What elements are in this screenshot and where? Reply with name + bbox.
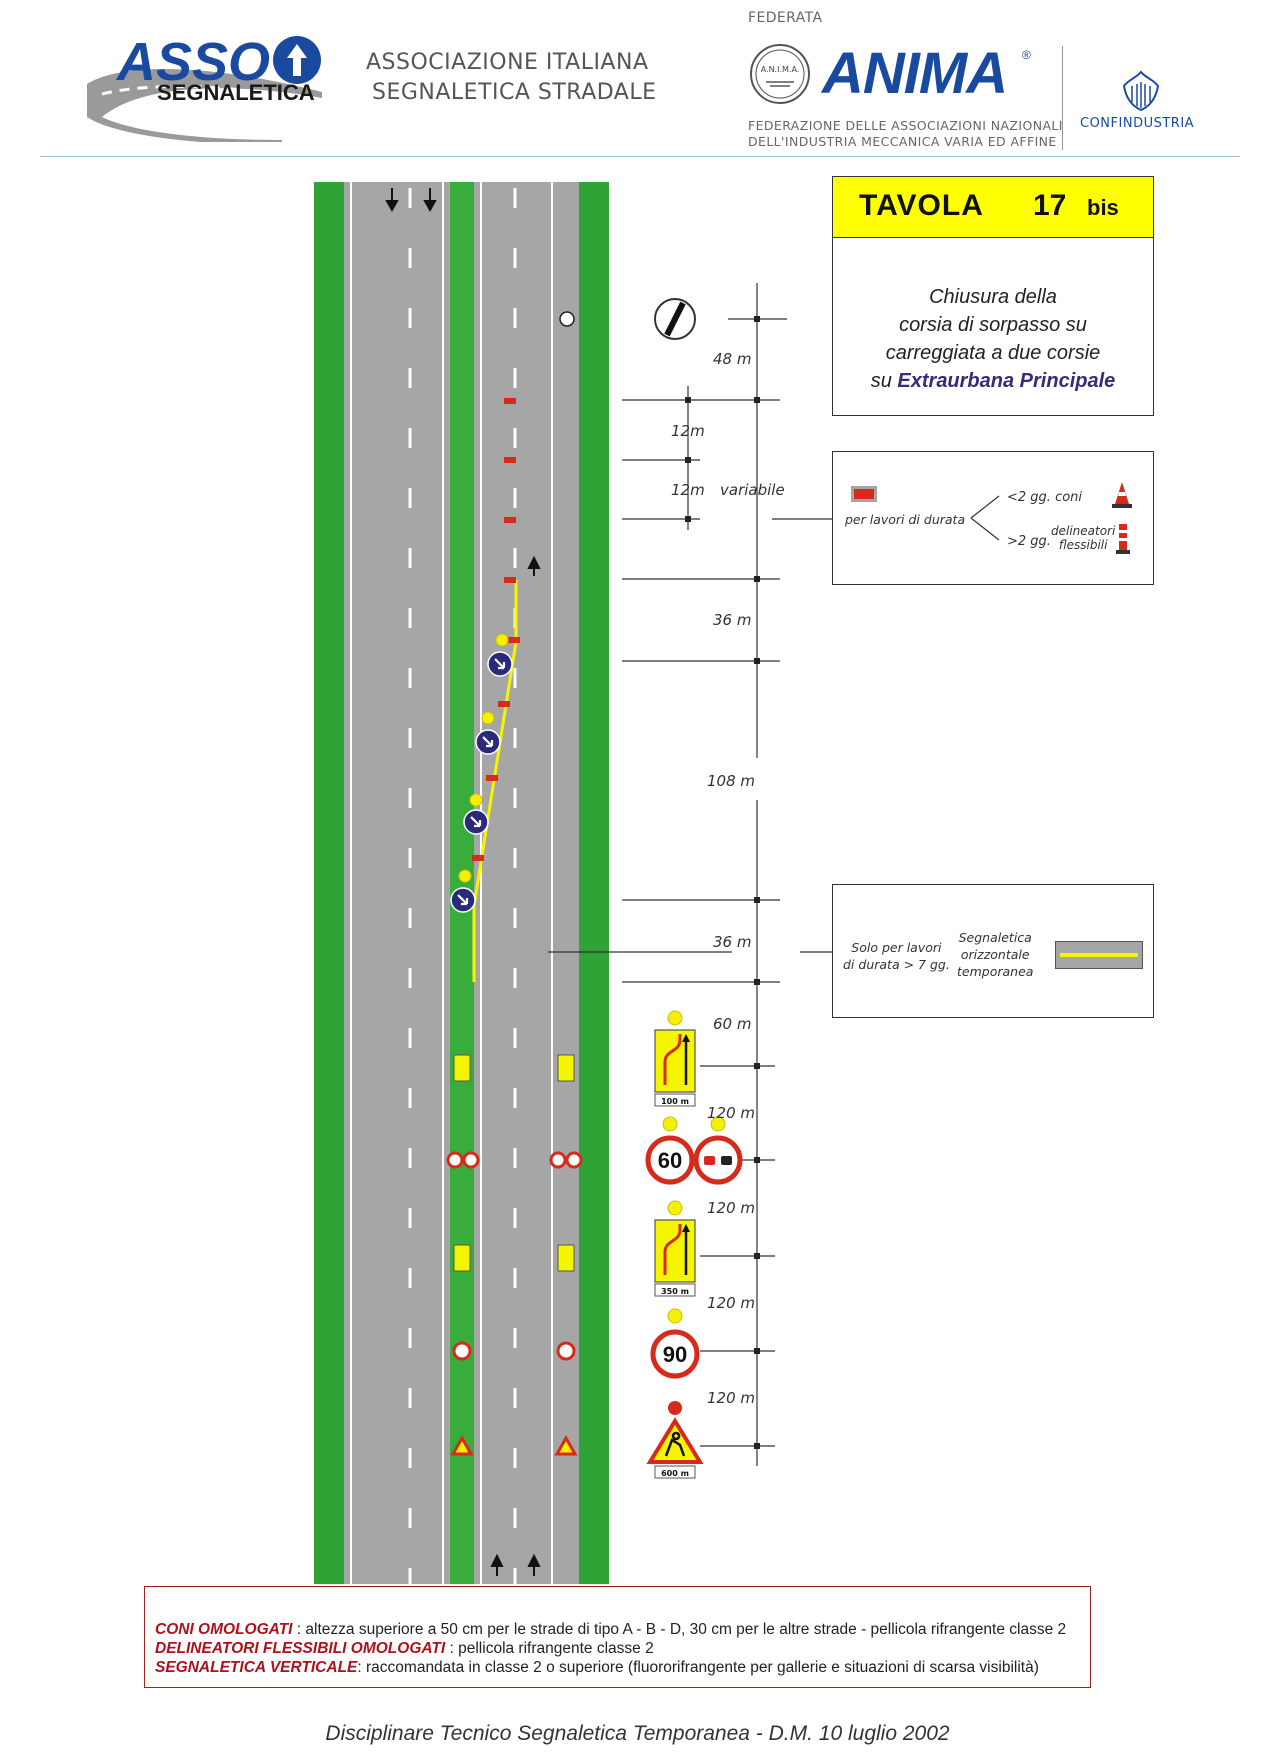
legend-marking-box: Solo per lavori di durata > 7 gg. Segnal… [832, 884, 1154, 1018]
roadside-green-right [579, 182, 609, 1584]
measure-108m: 108 m [707, 772, 756, 790]
speed-limit-markers-on-road [446, 1151, 583, 1361]
legend-long-items: delineatori flessibili [1051, 524, 1116, 552]
note-vertical-signage: SEGNALETICA VERTICALE: raccomandata in c… [155, 1659, 1039, 1676]
median-green [450, 182, 474, 1584]
legend-long-duration: >2 gg. [1007, 534, 1051, 549]
temporary-yellow-marking [472, 580, 518, 982]
direction-arrows-up [490, 555, 541, 1576]
title-box: TAVOLA 17 bis Chiusura della corsia di s… [832, 176, 1154, 416]
confindustria-eagle-icon [1122, 70, 1160, 112]
federata-label: FEDERATA [748, 10, 823, 26]
end-of-restrictions-marker [559, 311, 575, 327]
note-cones: CONI OMOLOGATI : altezza superiore a 50 … [155, 1621, 1067, 1638]
no-overtaking-sign [693, 1116, 743, 1185]
road-type: Extraurbana Principale [897, 370, 1116, 392]
legend-branch [970, 495, 1000, 541]
measure-12m-a: 12m [671, 422, 705, 440]
measure-120m-b: 120 m [707, 1199, 756, 1217]
measure-120m-d: 120 m [707, 1389, 756, 1407]
title-desc-line1: Chiusura della [929, 286, 1057, 308]
title-description: Chiusura della corsia di sorpasso su car… [833, 283, 1153, 395]
edge-lines [350, 182, 553, 1584]
footer-reference: Disciplinare Tecnico Segnaletica Tempora… [325, 1722, 950, 1745]
legend-short-duration: <2 gg. coni [1007, 490, 1083, 505]
speed-limit-60-sign [645, 1116, 695, 1185]
tavola-number: 17 [1033, 189, 1067, 222]
measure-48m: 48 m [713, 350, 752, 368]
title-banner: TAVOLA 17 bis [833, 177, 1153, 238]
measure-variabile: variabile [720, 481, 785, 499]
association-name-line2: SEGNALETICA STRADALE [372, 80, 657, 105]
lane-reduction-sign-350 [654, 1200, 696, 1297]
speed-limit-60-value: 60 [658, 1148, 682, 1173]
title-desc-line2: corsia di sorpasso su [899, 314, 1087, 336]
temporary-marking-swatch [1055, 941, 1143, 969]
end-of-restrictions-sign [654, 298, 696, 340]
asso-logo-subtitle: SEGNALETICA [157, 80, 315, 105]
lane-reduction-sign-100 [654, 1010, 696, 1107]
flexible-delineator-icon [1116, 524, 1130, 554]
tavola-label: TAVOLA [859, 189, 984, 222]
speed-limit-90-sign [650, 1308, 700, 1379]
title-desc-line4: su Extraurbana Principale [870, 370, 1116, 392]
cone-icon [1112, 482, 1132, 508]
legend-marking-description: Segnaletica orizzontale temporanea [957, 930, 1034, 979]
measure-120m-a: 120 m [707, 1104, 756, 1122]
delineator-swatch [851, 486, 877, 502]
asso-logo: ASSO SEGNALETICA [87, 32, 322, 142]
anima-seal-icon: A.N.I.M.A. [750, 44, 810, 104]
measure-60m: 60 m [713, 1015, 752, 1033]
association-name-line1: ASSOCIAZIONE ITALIANA [366, 50, 649, 75]
distance-plate-600: 600 m [661, 1469, 689, 1478]
distance-plate-350: 350 m [661, 1287, 689, 1296]
measure-36m-a: 36 m [713, 611, 752, 629]
anima-description-line1: FEDERAZIONE DELLE ASSOCIAZIONI NAZIONALI [748, 118, 1063, 133]
tavola-bis: bis [1087, 195, 1119, 220]
legend-duration-label: per lavori di durata [845, 512, 966, 527]
taper-lights [458, 633, 509, 883]
header-divider [1062, 46, 1063, 150]
carriageway-west [344, 182, 450, 1584]
asso-logo-text: ASSO [115, 32, 270, 92]
lane-reduction-signs-on-road [453, 1054, 575, 1272]
measure-12m-b: 12m [671, 481, 705, 499]
notes-box: CONI OMOLOGATI : altezza superiore a 50 … [144, 1586, 1091, 1688]
anima-registered-mark: ® [1022, 48, 1031, 62]
carriageway-east [474, 182, 579, 1584]
keep-right-signs [450, 651, 513, 913]
header-rule [40, 156, 1240, 157]
measure-36m-b: 36 m [713, 933, 752, 951]
delineators [472, 398, 520, 861]
scale-ticks [685, 316, 760, 1449]
confindustria-label: CONFINDUSTRIA [1080, 116, 1195, 131]
direction-arrows-down [385, 188, 437, 213]
title-desc-line3: carreggiata a due corsie [885, 342, 1101, 364]
road-works-sign [646, 1401, 704, 1479]
measurement-scale [622, 283, 832, 1466]
works-triangles-on-road [450, 1434, 578, 1456]
note-delineators: DELINEATORI FLESSIBILI OMOLOGATI : pelli… [155, 1640, 654, 1657]
measure-120m-c: 120 m [707, 1294, 756, 1312]
legend-marking-condition: Solo per lavori di durata > 7 gg. [843, 940, 950, 972]
distance-plate-100: 100 m [661, 1097, 689, 1106]
anima-logo: ANIMA [822, 41, 1008, 106]
speed-limit-90-value: 90 [663, 1342, 687, 1367]
legend-duration-box: per lavori di durata <2 gg. coni >2 gg. … [832, 451, 1154, 585]
roadside-green-left [314, 182, 344, 1584]
anima-description-line2: DELL'INDUSTRIA MECCANICA VARIA ED AFFINE [748, 134, 1057, 149]
svg-text:A.N.I.M.A.: A.N.I.M.A. [761, 65, 800, 74]
